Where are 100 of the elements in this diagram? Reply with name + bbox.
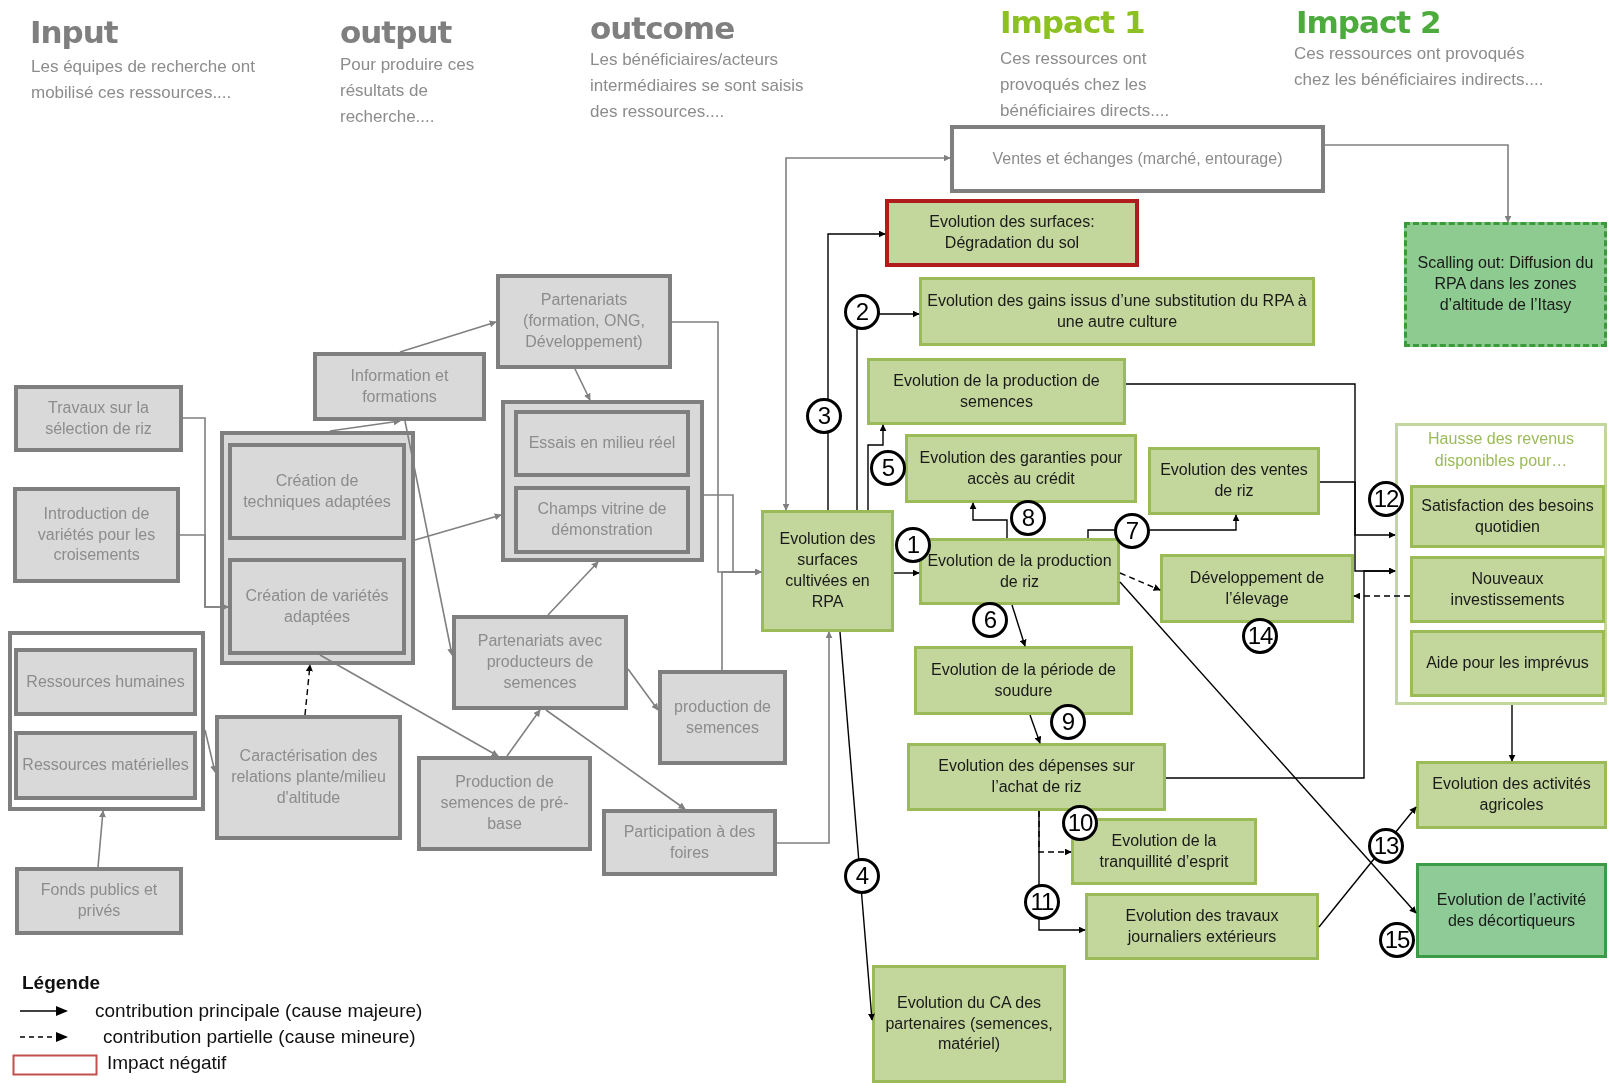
arrow — [329, 418, 401, 432]
input-box — [14, 648, 197, 716]
arrow — [1011, 604, 1027, 647]
node-text: Evolution de la production de semences — [892, 370, 1101, 412]
arrow — [506, 709, 541, 757]
arrow — [893, 569, 920, 577]
arrow — [1165, 567, 1396, 779]
input-box — [228, 443, 406, 540]
column-heading: output — [340, 14, 453, 50]
group-frame — [220, 431, 415, 665]
arrow — [97, 810, 106, 868]
node-text: Evolution des surfaces: Dégradation du sol — [928, 212, 1096, 253]
node-text: production de semences — [673, 696, 772, 738]
arrow — [721, 568, 762, 671]
group-frame — [501, 400, 704, 562]
input-box — [13, 487, 180, 583]
input-box — [14, 731, 197, 800]
node-text: Ressources matérielles — [21, 755, 190, 776]
input-box — [602, 809, 777, 876]
impact-box — [905, 434, 1137, 503]
callout-number: 14 — [1242, 618, 1278, 654]
legend-title: Légende — [22, 972, 102, 994]
node-text: Production de semences de pré-base — [439, 772, 570, 834]
edge-label: 5 — [870, 450, 906, 486]
edge-label: 13 — [1368, 828, 1404, 864]
negative-impact-box — [885, 199, 1139, 267]
edge-label: 11 — [1024, 884, 1060, 920]
edge-label: 8 — [1010, 500, 1046, 536]
node-text: Aide pour les imprévus — [1425, 653, 1590, 674]
node-text: Evolution des ventes de riz — [1159, 460, 1309, 501]
node-text: Travaux sur la sélection de riz — [44, 397, 153, 439]
arrow — [547, 561, 599, 616]
column-heading: Impact 2 — [1296, 4, 1442, 40]
node-text: Développement de l’élevage — [1188, 567, 1326, 609]
arrow — [319, 654, 499, 757]
arrow — [399, 320, 497, 353]
node-text: Caractérisation des relations plante/milieu d'altitude — [230, 746, 387, 808]
column-description: Les bénéficiaires/acteurs intermédiaires se sont saisis des ressources.... — [590, 49, 805, 123]
arrow — [1508, 704, 1516, 762]
node-text: Evolution des dépenses sur l’achat de riz — [937, 756, 1136, 797]
column-description: Les équipes de recherche ont mobilisé ces ressources.... — [31, 56, 256, 104]
arrow — [1324, 144, 1512, 223]
impact-box — [919, 277, 1315, 346]
node-text: Evolution de l’activité des décortiqueurs — [1435, 889, 1588, 931]
node-text: Partenariats avec producteurs de semences — [476, 631, 604, 693]
arrow — [782, 154, 951, 511]
arrow — [969, 502, 1008, 539]
impact-box — [1410, 556, 1605, 623]
arrow — [1319, 481, 1396, 539]
impact-box — [914, 646, 1133, 715]
column-heading: Input — [30, 14, 119, 50]
arrow — [1119, 572, 1161, 591]
node-text: Ressources humaines — [25, 671, 186, 692]
column-heading: Impact 1 — [1000, 4, 1146, 40]
node-text: Création de techniques adaptées — [242, 470, 392, 512]
node-text: Evolution de la période de soudure — [930, 659, 1117, 701]
arrow — [867, 424, 887, 511]
input-box — [15, 867, 183, 935]
column-description: Pour produire ces résultats de recherche.... — [340, 54, 476, 128]
node-text: Introduction de variétés pour les croisements — [36, 503, 157, 566]
impact-box — [919, 538, 1120, 605]
legend-text: contribution principale (cause majeure) — [95, 1000, 423, 1022]
node-text: Fonds publics et privés — [39, 880, 159, 921]
node-text: Scalling out: Diffusion du RPA dans les zones d’altitude de l’Itasy — [1416, 253, 1595, 315]
input-box — [417, 756, 592, 851]
arrow — [204, 729, 217, 773]
node-text: Evolution du CA des partenaires (semences, matériel) — [884, 992, 1054, 1055]
arrow — [304, 664, 313, 716]
scaling-box — [1404, 222, 1607, 347]
input-box — [228, 558, 406, 655]
impact-box — [907, 743, 1166, 811]
input-box — [215, 715, 402, 840]
node-text: Nouveaux investissements — [1449, 568, 1566, 610]
edge-label: 4 — [844, 858, 880, 894]
node-text: Ventes et échanges (marché, entourage) — [991, 148, 1284, 169]
column-heading: outcome — [590, 10, 736, 46]
edge-label: 9 — [1050, 704, 1086, 740]
arrow — [627, 668, 659, 711]
arrow — [545, 709, 686, 810]
legend-text: Impact négatif — [107, 1052, 227, 1074]
impact-box — [1410, 485, 1605, 548]
input-box — [658, 670, 787, 765]
impact-box — [1416, 761, 1607, 829]
node-text: Création de variétés adaptées — [244, 585, 390, 627]
input-box — [313, 352, 486, 421]
input-box — [452, 615, 628, 710]
edge-label: 2 — [844, 294, 880, 330]
arrow — [1119, 581, 1417, 914]
arrow — [574, 368, 591, 401]
impact-box — [1410, 630, 1605, 697]
node-text: Participation à des foires — [622, 821, 757, 863]
group-frame — [8, 631, 205, 811]
node-text: Satisfaction des besoins quotidien — [1420, 495, 1595, 537]
impact-box — [1416, 863, 1607, 958]
node-text: Partenariats (formation, ONG, Développement) — [522, 290, 646, 352]
arrow — [839, 631, 875, 1021]
node-text: Essais en milieu réel — [527, 433, 677, 454]
node-text: Evolution des travaux journaliers extérieurs — [1124, 905, 1280, 947]
input-box — [514, 410, 690, 477]
arrow — [1029, 714, 1042, 744]
